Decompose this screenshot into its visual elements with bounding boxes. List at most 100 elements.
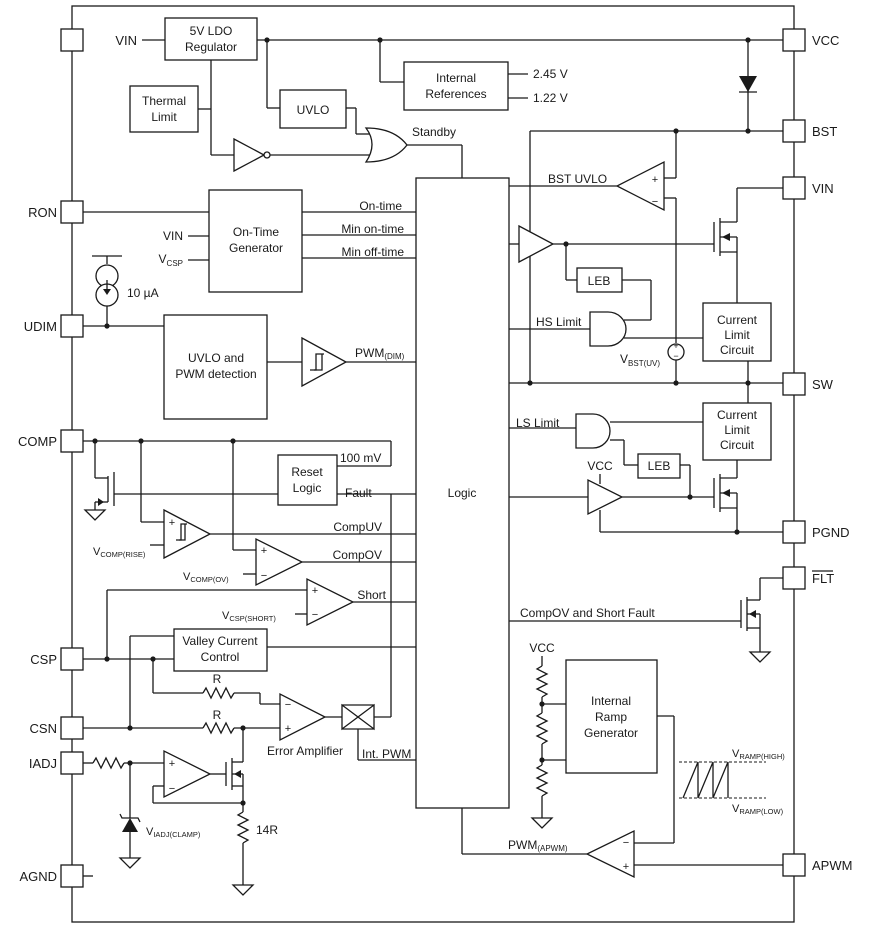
svg-text:Current: Current xyxy=(717,408,758,422)
current-source-label: 10 µA xyxy=(127,286,159,300)
iadj-amplifier xyxy=(163,749,212,799)
svg-text:R: R xyxy=(213,672,222,686)
vcsp-short-label: VCSP(SHORT) xyxy=(222,610,276,623)
svg-text:+: + xyxy=(312,585,318,597)
pin-udim-box xyxy=(60,314,84,338)
pin-comp-box xyxy=(60,429,84,453)
iadj-ground-symbol xyxy=(118,857,142,869)
comp-section: Reset Logic 100 mV Fault + VCOMP(RISE) C… xyxy=(83,438,416,659)
svg-text:−: − xyxy=(673,351,678,361)
pin-apwm-box xyxy=(782,853,806,877)
svg-text:−: − xyxy=(261,570,267,582)
bst-uvlo-label: BST UVLO xyxy=(548,172,607,186)
thermal-line2: Limit xyxy=(151,110,177,124)
ls-limit-label: LS Limit xyxy=(516,416,560,430)
leb-high-label: LEB xyxy=(588,274,611,288)
ontime-vin-label: VIN xyxy=(163,229,183,243)
svg-text:−: − xyxy=(285,699,291,711)
ls-limit-and-gate xyxy=(575,413,611,449)
svg-text:+: + xyxy=(673,341,678,351)
ldo-regulator-block xyxy=(164,17,258,61)
compov-short-fault-label: CompOV and Short Fault xyxy=(520,606,655,620)
pin-vcc-box xyxy=(782,28,806,52)
min-on-time-label: Min on-time xyxy=(341,222,404,236)
low-side-section: Current Limit Circuit LS Limit LEB VCC xyxy=(509,402,783,535)
vcc-ramp-label: VCC xyxy=(529,641,555,655)
thermal-limit-block xyxy=(129,85,199,133)
pin-csp-box xyxy=(60,647,84,671)
top-section: 5V LDO Regulator Thermal Limit UVLO Stan… xyxy=(129,17,783,178)
svg-text:Reset: Reset xyxy=(291,465,323,479)
svg-text:Generator: Generator xyxy=(584,726,638,740)
compuv-label: CompUV xyxy=(333,520,382,534)
ramp-resistor-1 xyxy=(535,665,549,698)
internal-references-block xyxy=(403,61,509,111)
viadj-clamp-label: VIADJ(CLAMP) xyxy=(146,826,201,839)
min-off-time-label: Min off-time xyxy=(342,245,405,259)
fault-label: Fault xyxy=(345,486,372,500)
pin-vin-label: VIN xyxy=(115,33,137,48)
svg-text:Limit: Limit xyxy=(724,328,750,342)
compuv-comparator xyxy=(163,508,212,560)
thermal-line1: Thermal xyxy=(142,94,186,108)
int-pwm-switch-left xyxy=(341,703,360,731)
bst-section: + − BST UVLO xyxy=(509,128,783,383)
apwm-comparator xyxy=(585,829,635,879)
bst-uvlo-comparator xyxy=(615,160,665,212)
standby-inverter xyxy=(233,137,266,173)
pin-iadj-box xyxy=(60,751,84,775)
pwm-apwm-label: PWM(APWM) xyxy=(508,838,568,853)
pin-comp-label: COMP xyxy=(18,434,57,449)
ref-122-label: 1.22 V xyxy=(533,91,568,105)
pin-flt-box xyxy=(782,566,806,590)
pin-vin-r-box xyxy=(782,176,806,200)
ramp-resistor-3 xyxy=(535,764,549,797)
valley-current-control-block xyxy=(173,628,268,672)
svg-text:On-Time: On-Time xyxy=(233,225,280,239)
pin-apwm-label: APWM xyxy=(812,858,852,873)
int-pwm-label: Int. PWM xyxy=(362,747,411,761)
svg-text:Logic: Logic xyxy=(293,481,322,495)
short-label: Short xyxy=(357,588,386,602)
hs-limit-and-gate xyxy=(589,311,627,347)
bootstrap-diode xyxy=(739,76,757,92)
svg-text:Current: Current xyxy=(717,313,758,327)
svg-text:UVLO and: UVLO and xyxy=(188,351,244,365)
pin-agnd-label: AGND xyxy=(19,869,57,884)
pin-bst-box xyxy=(782,119,806,143)
pin-csn-box xyxy=(60,716,84,740)
resistor-14r xyxy=(236,811,250,844)
svg-text:Internal: Internal xyxy=(591,694,631,708)
svg-text:+: + xyxy=(652,174,658,186)
svg-text:14R: 14R xyxy=(256,823,278,837)
pin-vcc-label: VCC xyxy=(812,33,839,48)
pin-pgnd-label: PGND xyxy=(812,525,850,540)
uvlo-block xyxy=(279,89,347,129)
hs-current-limit-block xyxy=(702,302,772,362)
pin-ron-label: RON xyxy=(28,205,57,220)
vramp-high-label: VRAMP(HIGH) xyxy=(732,748,785,761)
pwm-dim-schmitt xyxy=(301,336,348,388)
standby-or-gate xyxy=(364,127,408,163)
svg-text:PWM detection: PWM detection xyxy=(175,367,256,381)
mv100-label: 100 mV xyxy=(340,451,381,465)
hs-limit-label: HS Limit xyxy=(536,315,582,329)
resistor-r1 xyxy=(202,686,235,700)
ramp-ground-symbol xyxy=(530,817,554,829)
pin-csn-label: CSN xyxy=(30,721,57,736)
on-time-label: On-time xyxy=(359,199,402,213)
pin-bst-label: BST xyxy=(812,124,837,139)
ramp-waveform xyxy=(679,761,766,799)
flt-ground-symbol xyxy=(748,651,772,663)
pin-vin-r-label: VIN xyxy=(812,181,834,196)
svg-text:Circuit: Circuit xyxy=(720,343,755,357)
compov-label: CompOV xyxy=(333,548,382,562)
pin-vin-box xyxy=(60,28,84,52)
svg-text:+: + xyxy=(169,758,175,770)
flt-section: CompOV and Short Fault xyxy=(509,577,783,663)
svg-text:+: + xyxy=(285,723,291,735)
uvlo-label: UVLO xyxy=(297,103,330,117)
svg-text:Generator: Generator xyxy=(229,241,283,255)
ls-driver-buffer xyxy=(587,478,624,516)
